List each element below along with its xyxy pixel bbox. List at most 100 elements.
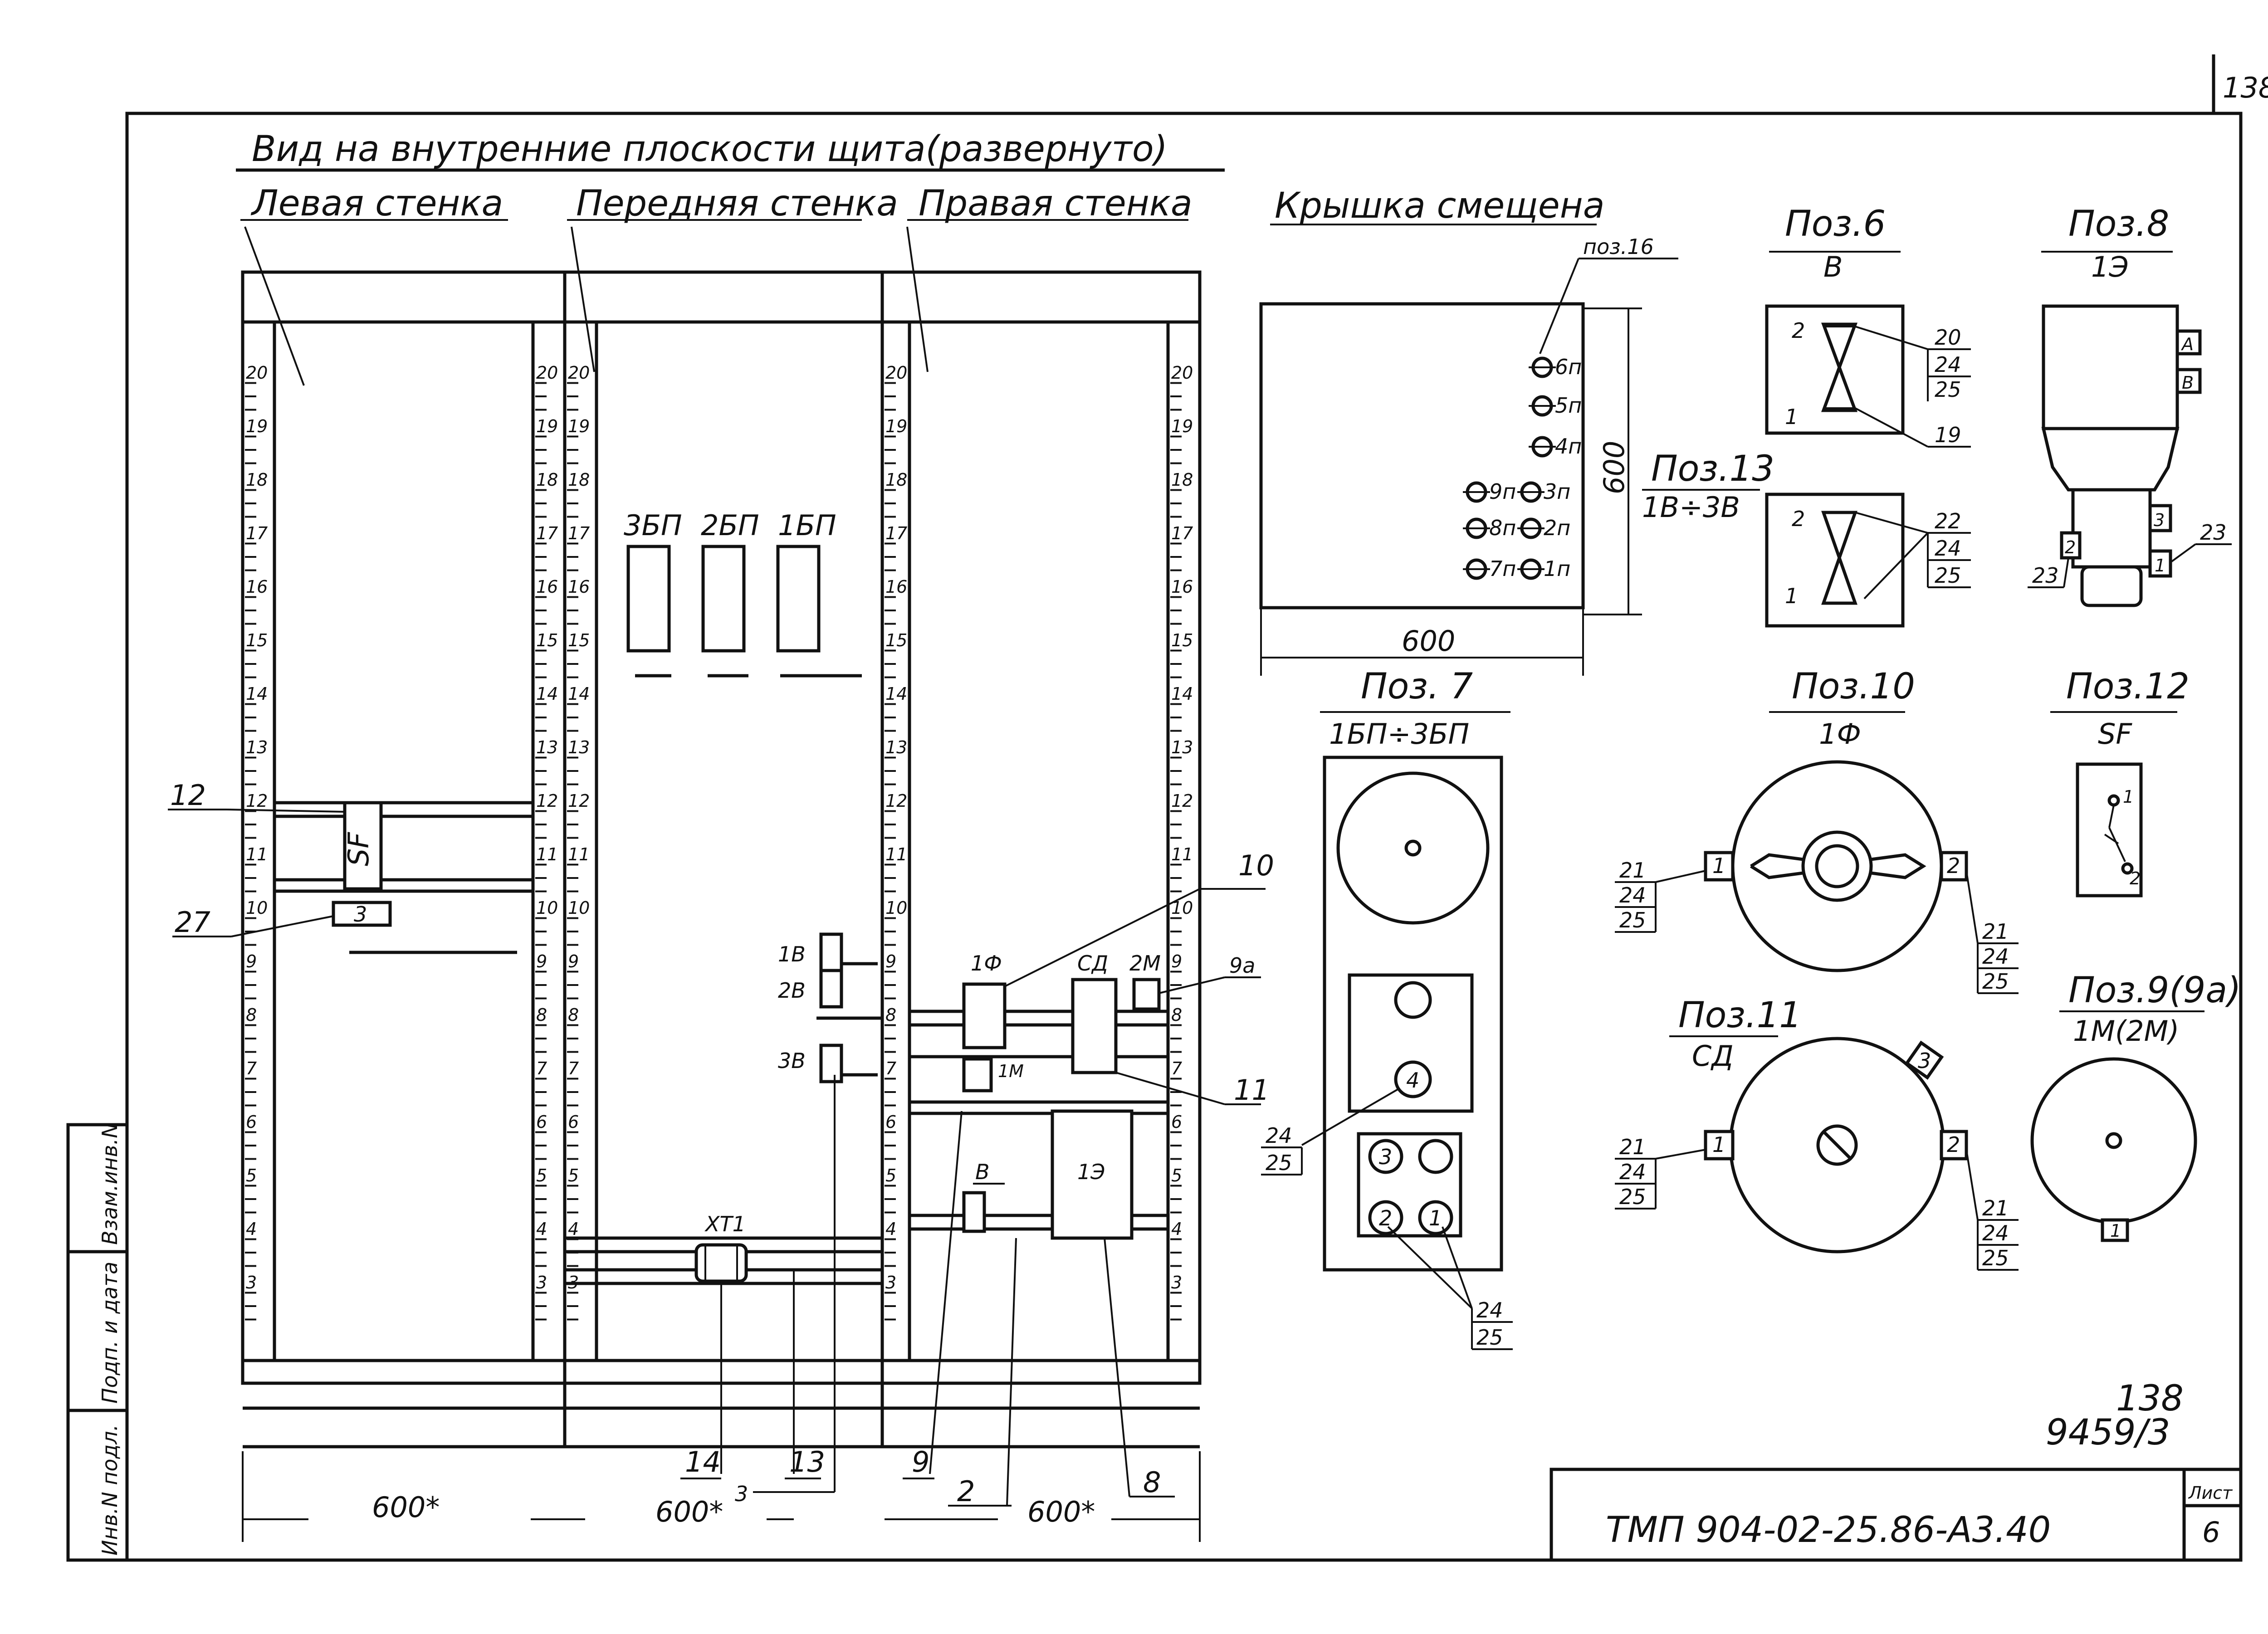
rail-number: 17: [536, 523, 558, 543]
callout-9a: 9а: [1229, 953, 1255, 978]
rail-number: 20: [885, 363, 907, 383]
pos6-sub: В: [1823, 250, 1843, 283]
rail-number: 20: [1171, 363, 1193, 383]
pos6-ref-24: 24: [1935, 352, 1961, 377]
pos11-sub: СД: [1692, 1039, 1734, 1073]
pos13-n2: 2: [1792, 507, 1805, 531]
rail-number: 19: [536, 416, 558, 436]
rail-number: 16: [246, 577, 268, 597]
pos11-term-2: 2: [1947, 1132, 1960, 1157]
rail-number: 7: [536, 1058, 547, 1078]
rail-number: 14: [885, 684, 907, 704]
pos12-title: Поз.12: [2066, 666, 2190, 707]
signal-lamp-label: 8п: [1489, 516, 1516, 540]
rail-number: 18: [536, 470, 558, 490]
rail-number: 9: [1171, 951, 1182, 971]
pos8-term-a: А: [2180, 334, 2194, 354]
rail-number: 10: [885, 898, 907, 918]
switch-1b-label: 1В: [778, 942, 806, 966]
detail-pos9: Поз.9(9а) 1М(2М) 1: [2030, 970, 2241, 1242]
rail-number: 9: [536, 951, 547, 971]
rail-number: 14: [246, 684, 268, 704]
switch-2b: [819, 969, 843, 1009]
right-wall-equipment: 1Ф СД 2М 1М 1Э В 10 9а 11: [909, 849, 1274, 1240]
pos11-refR-21: 21: [1982, 1196, 2009, 1220]
switch-3b: [819, 1044, 843, 1083]
pos6-n1: 1: [1785, 405, 1798, 429]
rail-number: 16: [1171, 577, 1193, 597]
motor-sd-label: СД: [1077, 951, 1108, 976]
rail-number: 7: [568, 1058, 579, 1078]
terminal-strip-xt1-label: XT1: [704, 1212, 746, 1236]
device-label-1bp: 1БП: [778, 509, 836, 542]
rail-number: 3: [1171, 1273, 1182, 1293]
sheet-frame: [125, 112, 2243, 1562]
pos11-title: Поз.11: [1678, 995, 1802, 1036]
callout-11: 11: [1234, 1073, 1270, 1107]
rail-number: 20: [536, 363, 558, 383]
front-wall-equipment: XT1 1В 2В 3В: [565, 932, 882, 1285]
pos10-term-2: 2: [1947, 854, 1960, 878]
detail-pos13: Поз.13 1В÷3В 2 1 22 24 25: [1642, 449, 1971, 628]
pos8-term-v: В: [2182, 373, 2194, 393]
rail-number: 10: [568, 898, 590, 918]
cover-title: Крышка смещена: [1275, 185, 1605, 226]
switch-2b-label: 2В: [778, 978, 806, 1003]
signal-lamp-label: 5п: [1555, 393, 1582, 418]
rail-number: 19: [568, 416, 590, 436]
pos10-title: Поз.10: [1792, 666, 1915, 707]
detail-pos11: Поз.11 СД 1 2 3 21 24 25 21 24 25: [1615, 995, 2019, 1271]
rail-number: 12: [1171, 791, 1193, 811]
drawing-title: Вид на внутренние плоскости щита(разверн…: [252, 129, 1168, 170]
stamp-inv-number: 138: [2116, 1378, 2184, 1419]
breaker-sf: [343, 801, 383, 891]
rail-number: 12: [885, 791, 907, 811]
switch-b-label: В: [975, 1160, 990, 1184]
cover-width-dim: 600: [1402, 624, 1455, 658]
rail-number: 11: [568, 844, 590, 864]
pos7-refA-24: 24: [1266, 1123, 1292, 1148]
cover-pos-ref: поз.16: [1583, 234, 1654, 259]
signal-lamp-label: 1п: [1544, 556, 1570, 581]
rail-number: 5: [1171, 1166, 1182, 1185]
pos10-refR-21: 21: [1982, 919, 2009, 944]
signal-lamp-label: 4п: [1555, 434, 1582, 458]
rail-number: 15: [536, 630, 558, 650]
rail-number: 18: [246, 470, 268, 490]
pos10-term-1: 1: [1712, 854, 1725, 878]
cover-height-dim: 600: [1598, 441, 1631, 494]
pos8-term-1: 1: [2155, 556, 2165, 576]
pos9-title: Поз.9(9а): [2068, 970, 2241, 1011]
rail-number: 9: [885, 951, 896, 971]
stamp-doc-number: 9459/3: [2046, 1412, 2170, 1453]
rail-number: 10: [536, 898, 558, 918]
rail-number: 16: [885, 577, 907, 597]
rail-number: 13: [885, 737, 907, 757]
pos12-n1: 1: [2123, 787, 2134, 807]
callout-27: 27: [175, 906, 210, 939]
pos8-sub: 1Э: [2091, 250, 2129, 283]
title-block: 138 9459/3 ТМП 904-02-25.86-А3.40 Лист 6: [1549, 1378, 2243, 1562]
rail-number: 8: [568, 1005, 579, 1025]
rail-number: 11: [536, 844, 558, 864]
left-wall-label: Левая стенка: [250, 183, 503, 224]
rail-number: 4: [246, 1219, 257, 1239]
side-cell-signature: Подп. и дата: [98, 1262, 122, 1404]
detail-pos8: Поз.8 1Э А В 3 2 1 23 23: [2028, 204, 2232, 607]
pos10-refL-25: 25: [1619, 908, 1646, 932]
signal-lamp-label: 3п: [1544, 479, 1570, 504]
rail-number: 5: [536, 1166, 547, 1185]
rail-number: 15: [568, 630, 590, 650]
rail-number: 9: [246, 951, 257, 971]
pos10-refR-24: 24: [1982, 944, 2009, 969]
pos6-ref-25: 25: [1935, 377, 1961, 402]
signal-lamp-label: 2п: [1544, 516, 1570, 540]
device-label-2bp: 2БП: [701, 509, 759, 542]
pos10-refL-21: 21: [1619, 858, 1646, 883]
pos6-ref-19: 19: [1935, 423, 1961, 447]
callout-14: 14: [685, 1445, 721, 1478]
detail-pos12: Поз.12 SF 1 2: [2050, 666, 2190, 897]
rail-number: 12: [536, 791, 558, 811]
